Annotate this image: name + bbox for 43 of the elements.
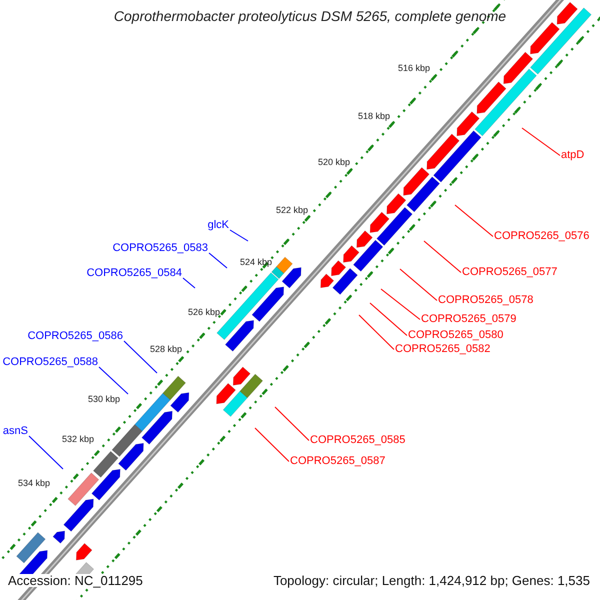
gene-label: COPRO5265_0579: [421, 313, 516, 326]
leader-line: [208, 252, 228, 268]
leader-line: [230, 230, 248, 242]
tick-label: 532 kbp: [62, 433, 94, 446]
leader-line: [254, 428, 290, 462]
gene-label: COPRO5265_0578: [438, 294, 534, 307]
leader-line: [182, 278, 196, 288]
accession-text: Accession: NC_011295: [8, 574, 143, 587]
tick-label: 520 kbp: [318, 156, 350, 169]
gene-label: glcK: [208, 219, 229, 232]
leader-line: [358, 314, 394, 350]
map-title: Coprothermobacter proteolyticus DSM 5265, complete genome: [112, 10, 508, 23]
leader-line: [522, 128, 560, 156]
genome-info-text: Topology: circular; Length: 1,424,912 bp; Genes: 1,535: [273, 574, 590, 587]
tick-label: 528 kbp: [150, 343, 182, 356]
leader-line: [370, 302, 408, 336]
gene-label: COPRO5265_0577: [462, 266, 558, 279]
gene-label: COPRO5265_0582: [395, 343, 490, 356]
leader-line: [98, 366, 128, 394]
tick-label: 534 kbp: [18, 477, 50, 490]
tick-label: 522 kbp: [276, 204, 308, 217]
gene-label: COPRO5265_0588: [2, 356, 98, 369]
gene-label: COPRO5265_0580: [408, 329, 504, 342]
leader-line: [380, 288, 420, 320]
gene-label: COPRO5265_0585: [310, 434, 406, 447]
leader-line: [400, 268, 438, 301]
gene-label: asnS: [2, 425, 28, 438]
gene-label: COPRO5265_0587: [290, 455, 386, 468]
leader-line: [28, 436, 64, 470]
leader-line: [124, 340, 158, 374]
gene-label: COPRO5265_0584: [86, 267, 182, 280]
gene-label: COPRO5265_0586: [28, 330, 123, 343]
tick-label: 518 kbp: [358, 110, 390, 123]
tick-label: 524 kbp: [240, 256, 272, 269]
leader-line: [274, 406, 310, 441]
gene-label: COPRO5265_0583: [112, 242, 208, 255]
tick-label: 526 kbp: [188, 306, 220, 319]
leader-line: [424, 240, 462, 273]
gene-label: COPRO5265_0576: [494, 230, 590, 243]
leader-line: [454, 204, 494, 237]
tick-label: 516 kbp: [398, 62, 430, 75]
tick-label: 530 kbp: [88, 393, 120, 406]
gene-label: atpD: [561, 149, 584, 162]
